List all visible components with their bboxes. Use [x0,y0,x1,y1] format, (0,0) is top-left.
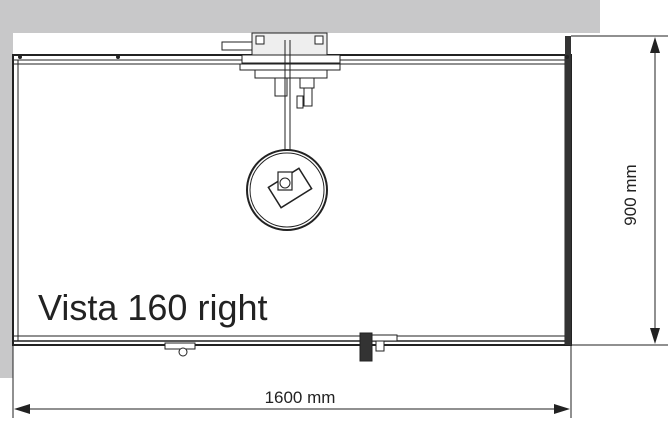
depth-dimension [571,35,668,346]
width-label: 1600 mm [265,388,336,407]
width-dimension [12,345,572,418]
depth-label: 900 mm [621,164,640,225]
mixer-fitting [221,32,341,175]
drain-icon [246,149,328,231]
door-handle [164,332,398,362]
diagram-title: Vista 160 right [38,287,267,328]
